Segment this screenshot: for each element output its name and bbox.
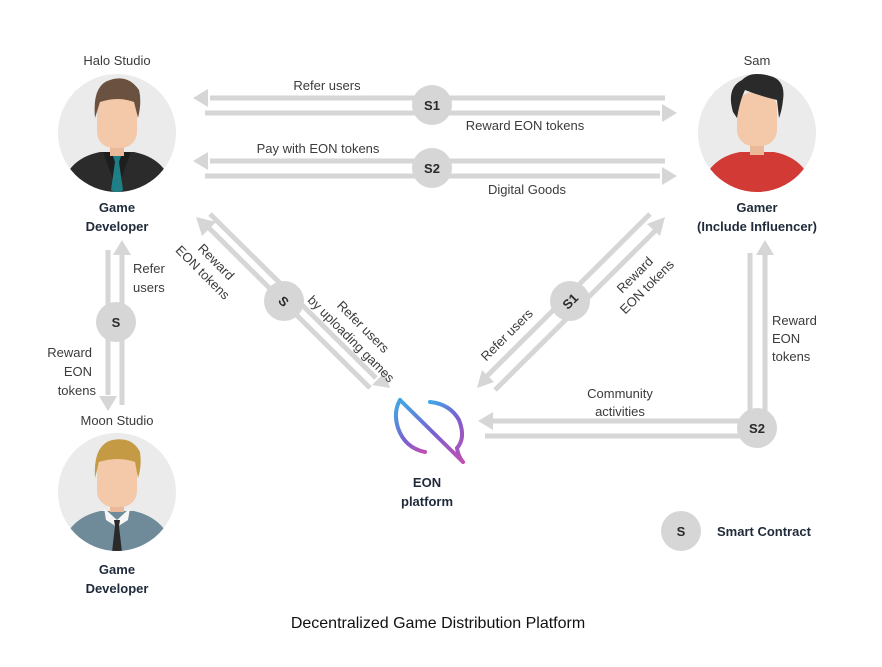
smart-contract-s1: [412, 85, 452, 125]
actor-role-line1: Game: [99, 562, 135, 577]
arrowhead-up-right: [647, 217, 665, 236]
arrowhead-down-left: [477, 370, 494, 388]
arrowhead-down: [99, 396, 117, 411]
actor-role-line2: Developer: [86, 581, 149, 596]
label-refer: Refer: [133, 261, 165, 276]
developer-avatar-icon: [58, 433, 176, 551]
arrowhead-right: [662, 104, 677, 122]
arrowhead-left: [478, 412, 493, 430]
flow-halo-moon: S Refer users Reward EON tokens: [47, 240, 165, 411]
smart-contract-s2: [412, 148, 452, 188]
actor-name: Moon Studio: [81, 413, 154, 428]
contract-label: S2: [749, 421, 765, 436]
actor-role-line2: (Include Influencer): [697, 219, 817, 234]
legend-symbol: S: [677, 524, 686, 539]
eon-logo-icon: [393, 398, 465, 464]
arrowhead-left: [193, 152, 208, 170]
label-tokens: tokens: [772, 349, 811, 364]
legend: S Smart Contract: [661, 511, 812, 551]
smart-contract-s1: [550, 281, 590, 321]
actor-moon-studio: Moon Studio Game Developer: [58, 413, 176, 596]
arrowhead-up: [756, 240, 774, 255]
actor-name: Sam: [744, 53, 771, 68]
smart-contract-s2: [737, 408, 777, 448]
label-tokens: tokens: [58, 383, 97, 398]
flow-halo-eon: S Reward EON tokens Refer users by uploa…: [173, 212, 398, 390]
arrowhead-left: [193, 89, 208, 107]
actor-halo-studio: Halo Studio Game Developer: [58, 53, 176, 234]
eon-label-line2: platform: [401, 494, 453, 509]
label-refer-users: Refer users: [293, 78, 361, 93]
legend-smart-contract-icon: [661, 511, 701, 551]
label-pay-tokens: Pay with EON tokens: [257, 141, 380, 156]
flow-sam-eon-s1: S1 Refer users Reward EON tokens: [477, 212, 677, 392]
label-activities: activities: [595, 404, 645, 419]
actor-role-line1: Game: [99, 200, 135, 215]
arrowhead-up-left: [196, 217, 216, 236]
arrowhead-up: [113, 240, 131, 255]
contract-label: S2: [424, 161, 440, 176]
legend-label: Smart Contract: [717, 524, 812, 539]
label-community: Community: [587, 386, 653, 401]
smart-contract-s: [96, 302, 136, 342]
arrowhead-right: [662, 167, 677, 185]
label-digital-goods: Digital Goods: [488, 182, 567, 197]
actor-name: Halo Studio: [83, 53, 150, 68]
developer-avatar-icon: [58, 74, 176, 192]
actor-role-line2: Developer: [86, 219, 149, 234]
contract-label: S1: [424, 98, 440, 113]
label-reward: Reward: [772, 313, 817, 328]
smart-contract-s: [264, 281, 304, 321]
gamer-avatar-icon: [698, 74, 816, 192]
label-users: users: [133, 280, 165, 295]
diagram-caption: Decentralized Game Distribution Platform: [291, 615, 585, 632]
arrowhead-down-right: [372, 372, 390, 388]
flow-halo-sam-s2: S2 Pay with EON tokens Digital Goods: [193, 141, 677, 197]
actor-role-line1: Gamer: [736, 200, 777, 215]
label-reward: Reward: [47, 345, 92, 360]
label-reward-tokens: Reward EON tokens: [466, 118, 585, 133]
contract-label: S: [112, 315, 121, 330]
flow-halo-sam-s1: S1 Refer users Reward EON tokens: [193, 78, 677, 133]
actor-sam: Sam Gamer (Include Influencer): [697, 53, 817, 234]
actor-eon-platform: EON platform: [393, 398, 465, 509]
eon-label-line1: EON: [413, 475, 441, 490]
flow-sam-eon-s2: S2 Community activities Reward EON token…: [478, 240, 817, 448]
label-eon: EON: [64, 364, 92, 379]
label-eon: EON: [772, 331, 800, 346]
